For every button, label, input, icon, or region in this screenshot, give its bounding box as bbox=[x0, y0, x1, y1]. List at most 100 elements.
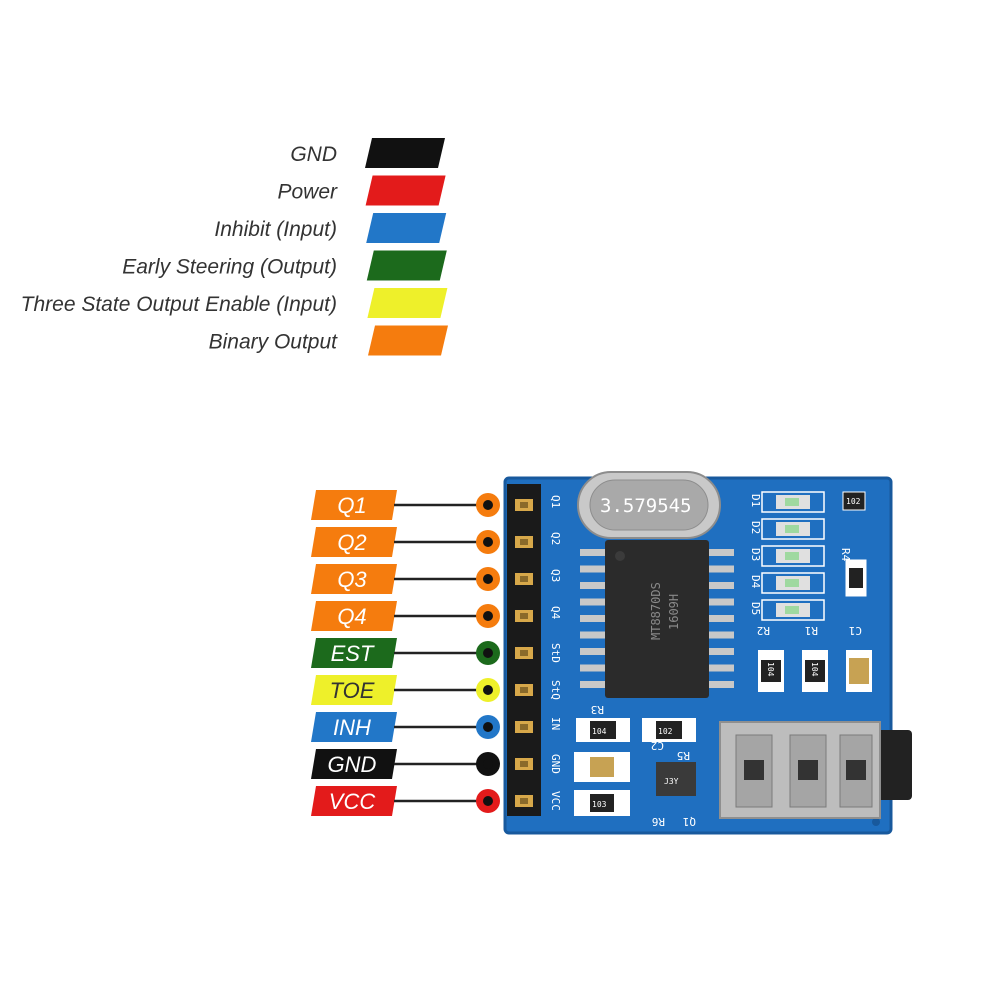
chip-lead bbox=[580, 598, 608, 606]
pin-tag-shape bbox=[311, 712, 397, 742]
silk-label: StD bbox=[549, 643, 562, 663]
resistor-top: 102 bbox=[842, 491, 866, 511]
legend-label: GND bbox=[290, 143, 337, 166]
silk-label: VCC bbox=[549, 791, 562, 811]
legend-swatch bbox=[365, 175, 446, 206]
chip-lead bbox=[580, 681, 608, 688]
transistor-q1: J3Y bbox=[656, 762, 696, 796]
resistor-r4 bbox=[845, 559, 867, 597]
header-pins bbox=[515, 499, 533, 807]
chip-lead bbox=[706, 631, 734, 639]
svg-text:104: 104 bbox=[592, 727, 607, 736]
svg-text:J3Y: J3Y bbox=[664, 777, 679, 786]
pin-tag-q1: Q1 bbox=[311, 490, 500, 520]
label-r6: R6 bbox=[652, 815, 665, 828]
label-c2: C2 bbox=[651, 739, 664, 752]
led-d1: D1 bbox=[749, 491, 825, 513]
pin-tag-q4: Q4 bbox=[311, 601, 500, 631]
svg-text:103: 103 bbox=[592, 800, 607, 809]
legend-item: GND bbox=[290, 138, 445, 168]
pin-tag-label: Q4 bbox=[337, 604, 366, 629]
label-r5: R5 bbox=[677, 749, 690, 762]
legend-item: Inhibit (Input) bbox=[214, 213, 447, 243]
silk-label: GND bbox=[549, 754, 562, 774]
legend-item: Early Steering (Output) bbox=[122, 250, 447, 281]
pin-tag-shape bbox=[311, 675, 397, 705]
capacitor-c2 bbox=[574, 752, 630, 782]
label-r2: R2 bbox=[757, 624, 770, 637]
led-label: D4 bbox=[749, 575, 762, 589]
svg-text:102: 102 bbox=[658, 727, 673, 736]
chip-lead bbox=[706, 582, 734, 589]
crystal-label: 3.579545 bbox=[600, 495, 692, 517]
resistor-r2: 104 bbox=[758, 650, 784, 692]
pin-tag-label: Q3 bbox=[337, 567, 367, 592]
legend-swatch bbox=[368, 325, 448, 356]
led-label: D5 bbox=[749, 602, 762, 615]
led-label: D2 bbox=[749, 521, 762, 534]
pin-tag-label: INH bbox=[333, 715, 371, 740]
silk-label: StQ bbox=[549, 680, 562, 700]
chip-lead bbox=[580, 615, 608, 622]
label-q1: Q1 bbox=[683, 815, 696, 828]
svg-text:104: 104 bbox=[810, 662, 819, 677]
legend-item: Power bbox=[277, 175, 446, 206]
pin-tag-label: Q2 bbox=[337, 530, 366, 555]
audio-jack bbox=[719, 721, 912, 819]
chip-marking: MT8870DS bbox=[649, 582, 663, 640]
legend-item: Three State Output Enable (Input) bbox=[21, 288, 448, 318]
led-d3: D3 bbox=[749, 545, 825, 567]
chip-lead bbox=[706, 549, 734, 556]
chip-lead bbox=[580, 664, 608, 672]
label-c1: C1 bbox=[849, 624, 862, 637]
pin-tag-q2: Q2 bbox=[311, 527, 500, 557]
chip-lead bbox=[580, 565, 608, 573]
pin-tag-shape bbox=[311, 786, 397, 816]
pin-tag-shape bbox=[311, 564, 397, 594]
pin-tag-est: EST bbox=[311, 638, 500, 668]
legend-swatch bbox=[365, 138, 445, 168]
legend-label: Early Steering (Output) bbox=[122, 256, 337, 279]
chip-lead bbox=[706, 598, 734, 606]
silk-label: IN bbox=[549, 717, 562, 730]
resistor-r6: 103 bbox=[574, 790, 630, 816]
silk-label: Q4 bbox=[549, 606, 562, 620]
svg-text:104: 104 bbox=[766, 662, 775, 677]
legend-swatch bbox=[366, 250, 447, 281]
label-r1: R1 bbox=[805, 624, 818, 637]
capacitor-c1 bbox=[846, 650, 872, 692]
chip-lead bbox=[580, 648, 608, 655]
resistor-near-r3: 102 bbox=[642, 718, 696, 742]
label-r3: R3 bbox=[591, 703, 604, 716]
led-d2: D2 bbox=[749, 518, 825, 540]
svg-text:102: 102 bbox=[846, 497, 861, 506]
silk-label: Q1 bbox=[549, 495, 562, 508]
pin-tag-shape bbox=[311, 490, 397, 520]
pin-tag-label: GND bbox=[328, 752, 377, 777]
decoder-chip: MT8870DS 1609H bbox=[580, 540, 734, 698]
legend-swatch bbox=[366, 213, 447, 243]
pin-tag-shape bbox=[311, 638, 397, 668]
pin-tag-gnd: GND bbox=[311, 749, 500, 779]
legend-label: Inhibit (Input) bbox=[214, 218, 337, 241]
pin-tag-shape bbox=[311, 527, 397, 557]
pin-tag-label: Q1 bbox=[337, 493, 366, 518]
led-d5: D5 bbox=[749, 599, 825, 621]
legend-swatch bbox=[367, 288, 448, 318]
pin-tag-label: EST bbox=[331, 641, 375, 666]
silk-label: Q2 bbox=[549, 532, 562, 545]
legend-label: Three State Output Enable (Input) bbox=[21, 293, 337, 316]
pin-tag-inh: INH bbox=[311, 712, 500, 742]
led-d4: D4 bbox=[749, 572, 825, 594]
chip-lead bbox=[580, 631, 608, 639]
dtmf-decoder-board: 3.579545 MT8870DS 1609H Q1Q2Q3Q4StDStQIN… bbox=[503, 471, 912, 835]
silk-label: Q3 bbox=[549, 569, 562, 582]
pin-tag-toe: TOE bbox=[311, 675, 500, 705]
chip-lead bbox=[580, 582, 608, 589]
resistor-r1: 104 bbox=[802, 650, 828, 692]
